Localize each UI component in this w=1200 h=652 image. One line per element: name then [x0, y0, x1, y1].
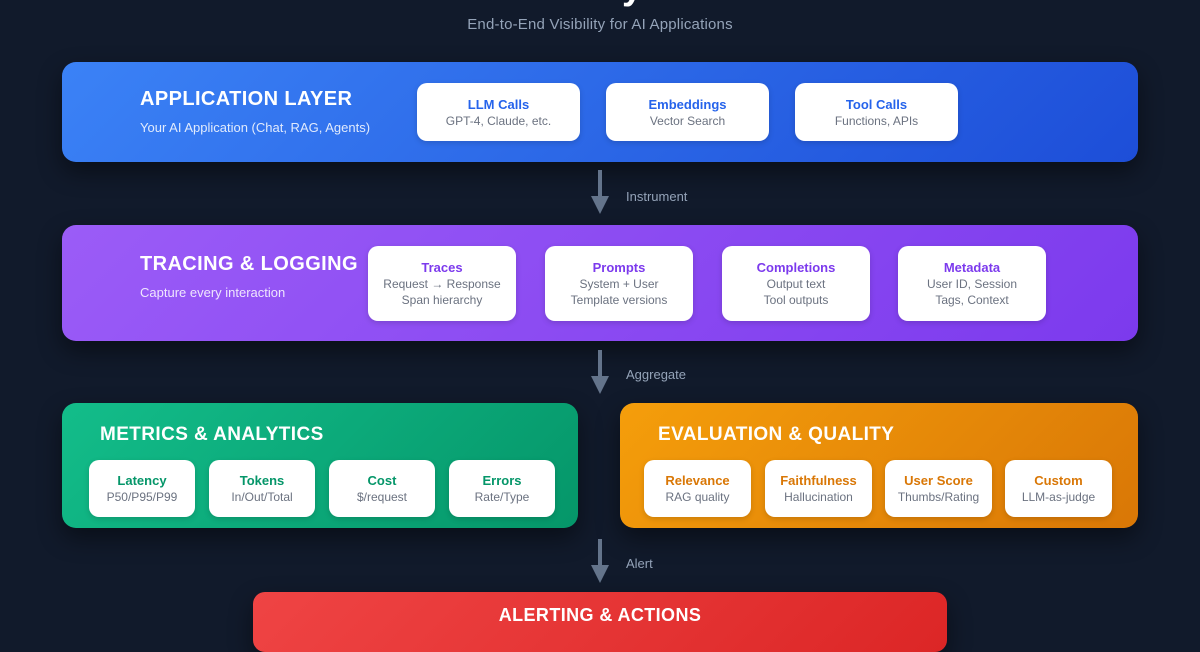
card-cost: Cost $/request: [329, 460, 435, 517]
arrow-label-instrument: Instrument: [626, 189, 688, 204]
card-cost-subtitle: $/request: [356, 490, 408, 504]
card-custom-title: Custom: [1034, 473, 1083, 488]
card-custom-subtitle: LLM-as-judge: [1021, 490, 1096, 504]
card-prompts: Prompts System + User Template versions: [545, 246, 693, 321]
card-traces-line1: Request → Response: [383, 277, 501, 291]
arrow-label-alert: Alert: [626, 556, 653, 571]
card-tool-calls-subtitle: Functions, APIs: [834, 113, 919, 128]
card-llm-calls: LLM Calls GPT-4, Claude, etc.: [417, 83, 580, 141]
card-tool-calls: Tool Calls Functions, APIs: [795, 83, 958, 141]
card-metadata-line2: Tags, Context: [935, 293, 1009, 307]
tracing-layer-subheading: Capture every interaction: [140, 285, 286, 300]
card-metadata-title: Metadata: [943, 260, 1001, 275]
card-completions-line1: Output text: [766, 277, 826, 291]
card-cost-title: Cost: [367, 473, 397, 488]
card-traces-line2: Span hierarchy: [401, 293, 483, 307]
card-completions-line2: Tool outputs: [763, 293, 829, 307]
card-metadata: Metadata User ID, Session Tags, Context: [898, 246, 1046, 321]
card-relevance: Relevance RAG quality: [644, 460, 751, 517]
application-layer-subheading: Your AI Application (Chat, RAG, Agents): [140, 120, 371, 135]
metrics-layer-heading: METRICS & ANALYTICS: [100, 424, 324, 445]
page-title-fragment: y: [622, 0, 643, 5]
card-embeddings: Embeddings Vector Search: [606, 83, 769, 141]
card-latency: Latency P50/P95/P99: [89, 460, 195, 517]
card-tokens: Tokens In/Out/Total: [209, 460, 315, 517]
tracing-layer-band: TRACING & LOGGING Capture every interact…: [62, 225, 1138, 341]
down-arrow-icon: [590, 350, 610, 394]
card-faithfulness-subtitle: Hallucination: [784, 490, 853, 504]
metrics-layer-band: METRICS & ANALYTICS Latency P50/P95/P99 …: [62, 403, 578, 528]
card-tokens-subtitle: In/Out/Total: [231, 490, 293, 504]
alerting-layer-band: ALERTING & ACTIONS: [253, 592, 947, 652]
card-embeddings-title: Embeddings: [648, 96, 727, 112]
card-latency-subtitle: P50/P95/P99: [106, 490, 178, 504]
arrow-label-aggregate: Aggregate: [626, 367, 686, 382]
card-user-score-subtitle: Thumbs/Rating: [897, 490, 980, 504]
card-completions: Completions Output text Tool outputs: [722, 246, 870, 321]
card-tokens-title: Tokens: [239, 473, 285, 488]
card-metadata-line1: User ID, Session: [926, 277, 1018, 291]
card-user-score-title: User Score: [904, 473, 973, 488]
card-latency-title: Latency: [117, 473, 167, 488]
card-errors: Errors Rate/Type: [449, 460, 555, 517]
card-errors-title: Errors: [482, 473, 522, 488]
card-completions-title: Completions: [756, 260, 836, 275]
card-relevance-title: Relevance: [665, 473, 730, 488]
evaluation-layer-band: EVALUATION & QUALITY Relevance RAG quali…: [620, 403, 1138, 528]
card-llm-calls-subtitle: GPT-4, Claude, etc.: [445, 113, 552, 128]
card-embeddings-subtitle: Vector Search: [649, 113, 726, 128]
application-layer-band: APPLICATION LAYER Your AI Application (C…: [62, 62, 1138, 162]
tracing-layer-heading: TRACING & LOGGING: [140, 253, 358, 275]
card-faithfulness-title: Faithfulness: [780, 473, 857, 488]
evaluation-layer-heading: EVALUATION & QUALITY: [658, 424, 895, 445]
card-llm-calls-title: LLM Calls: [467, 96, 530, 112]
page-title-cutoff: y: [612, 0, 668, 14]
card-faithfulness: Faithfulness Hallucination: [765, 460, 872, 517]
card-errors-subtitle: Rate/Type: [474, 490, 530, 504]
card-traces-title: Traces: [421, 260, 463, 275]
down-arrow-icon: [590, 170, 610, 214]
card-tool-calls-title: Tool Calls: [845, 96, 908, 112]
down-arrow-icon: [590, 539, 610, 583]
application-layer-heading: APPLICATION LAYER: [140, 88, 353, 110]
card-prompts-line1: System + User: [579, 277, 659, 291]
card-prompts-line2: Template versions: [570, 293, 668, 307]
page-subtitle: End-to-End Visibility for AI Application…: [467, 16, 733, 33]
alerting-layer-heading: ALERTING & ACTIONS: [498, 605, 702, 625]
card-relevance-subtitle: RAG quality: [665, 490, 730, 504]
card-custom: Custom LLM-as-judge: [1005, 460, 1112, 517]
card-prompts-title: Prompts: [592, 260, 646, 275]
card-user-score: User Score Thumbs/Rating: [885, 460, 992, 517]
card-traces: Traces Request → Response Span hierarchy: [368, 246, 516, 321]
